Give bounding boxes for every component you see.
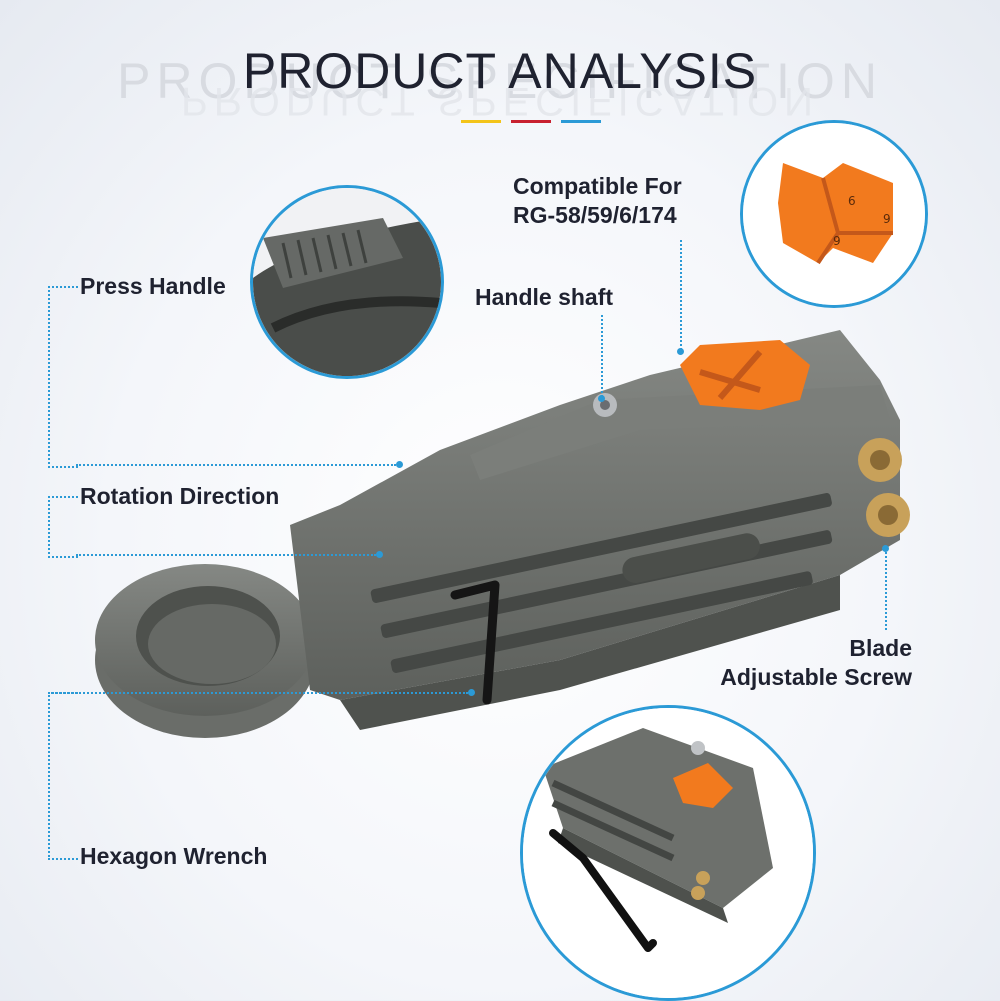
press-handle-leader-dot [396, 461, 403, 468]
hexagon-wrench-leader-line [48, 692, 78, 860]
rotation-leader-line [48, 496, 78, 558]
callout-blade-screw-label: Blade Adjustable Screw [708, 634, 912, 692]
tool-overview-detail-circle [520, 705, 816, 1001]
callout-compatible-line2: RG-58/59/6/174 [513, 201, 677, 228]
callout-blade-screw-line1: Blade [849, 635, 912, 661]
compatible-leader-line [680, 240, 682, 350]
compatible-leader-dot [677, 348, 684, 355]
callout-hexagon-wrench-label: Hexagon Wrench [80, 843, 268, 869]
rotation-leader-dot [376, 551, 383, 558]
hexagon-wrench-leader-ext [48, 692, 468, 694]
rotation-leader-ext [76, 554, 376, 556]
svg-text:6: 6 [848, 194, 856, 208]
callout-compatible-line1: Compatible For [513, 173, 682, 199]
handle-shaft-leader-dot [598, 395, 605, 402]
callout-rotation-direction-label: Rotation Direction [80, 483, 280, 509]
svg-text:9: 9 [883, 212, 891, 226]
handle-shaft-leader-line [601, 315, 603, 397]
title-ghost-text: PRODUCT SPECIFICATION [117, 53, 883, 109]
press-handle-leader-ext [76, 464, 396, 466]
press-handle-leader-line [48, 286, 78, 468]
callout-handle-shaft-label: Handle shaft [475, 284, 614, 310]
accent-bar-red [511, 120, 551, 123]
hexagon-wrench-leader-dot [468, 689, 475, 696]
tool-and-wrench-icon [523, 708, 813, 998]
page-title: PRODUCT ANALYSIS [242, 43, 758, 99]
svg-text:9: 9 [833, 234, 841, 248]
accent-bar-blue [561, 120, 601, 123]
orange-cassette-insert-icon: 6 9 9 [743, 123, 925, 305]
accent-bar-yellow [461, 120, 501, 123]
press-handle-detail-circle [250, 185, 444, 379]
blade-screw-leader-line [885, 552, 887, 630]
cassette-insert-detail-circle: 6 9 9 [740, 120, 928, 308]
press-handle-closeup-icon [253, 188, 441, 376]
blade-screw-leader-dot [882, 545, 889, 552]
callout-compatible-label: Compatible For RG-58/59/6/174 [513, 172, 682, 230]
callout-press-handle-label: Press Handle [80, 273, 226, 299]
callout-blade-screw-line2: Adjustable Screw [720, 663, 912, 690]
